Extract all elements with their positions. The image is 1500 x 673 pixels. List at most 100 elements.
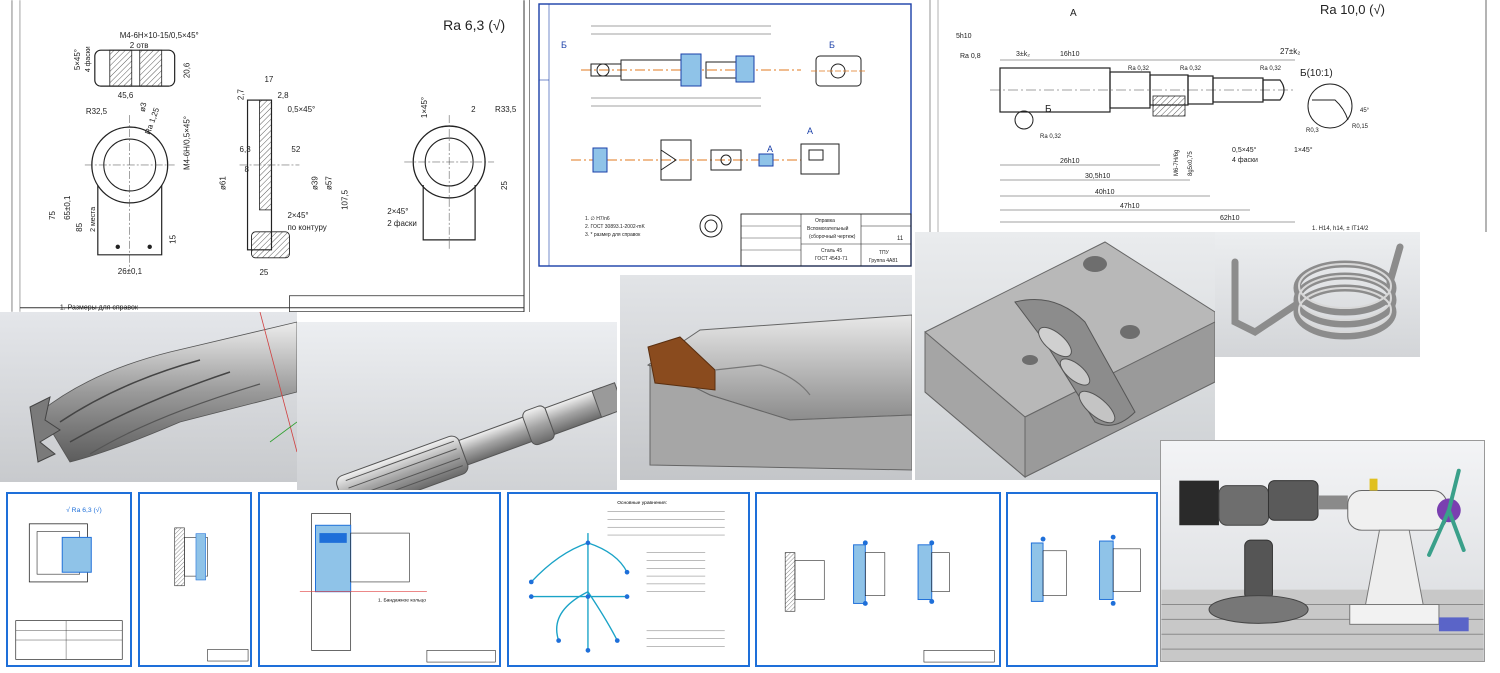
tb-sub1: Вспомогательный: [807, 225, 849, 232]
label-b: Б: [561, 40, 567, 50]
sheet-5: [755, 492, 1001, 667]
cutter-render: [620, 275, 912, 480]
footer-note: 1. Размеры для справок: [60, 305, 139, 312]
dim-d61: ø61: [219, 176, 228, 190]
note-1: 1. ∅ H7/n6: [585, 216, 610, 222]
sheet-1: √ Ra 6,3 (√): [6, 492, 132, 667]
sheet3-note: 1. Бандажное кольцо: [378, 597, 426, 603]
dim-245: 2×45°: [287, 211, 308, 220]
contour-note: по контуру: [287, 223, 326, 232]
sheet4-header: Основные уравнения:: [617, 500, 667, 506]
dim-16: 16h10: [1060, 51, 1080, 58]
dim-d57: ø57: [324, 176, 333, 190]
right-2: 2: [471, 105, 476, 114]
dim-65: 65±0,1: [63, 195, 72, 220]
sheet-5-svg: [784, 540, 995, 663]
dim-40: 40h10: [1095, 189, 1115, 196]
radius-label: R32,5: [86, 107, 108, 116]
section-b-label: Б: [829, 40, 835, 50]
right-25: 25: [500, 181, 509, 190]
holes-note: 2 отв: [130, 41, 149, 50]
right-245: 2×45°: [387, 207, 408, 216]
shaft-dim-05: 0,5×45°: [1232, 146, 1257, 154]
shaft-dim-145: 1×45°: [1294, 146, 1313, 154]
dim-15: 15: [169, 234, 178, 243]
dim-height-top: 20,6: [183, 62, 192, 78]
shaft-footer: 1. H14, h14, ± IT14/2: [1312, 226, 1369, 232]
right-r335: R33,5: [495, 105, 517, 114]
drill-bit-svg: [29, 312, 297, 463]
dim-8: 8: [245, 165, 250, 174]
ra-032-c: Ra 0,32: [1260, 66, 1282, 72]
r015: R0,15: [1352, 124, 1369, 130]
view-a-label: А: [1070, 8, 1077, 19]
reamer-render: [297, 322, 617, 490]
torsion-spring-render: [1215, 232, 1420, 357]
thread-note: M4-6H×10-15/0,5×45°: [120, 31, 199, 40]
ra-032: Ra 0,32: [1128, 66, 1150, 72]
sheet-6: [1006, 492, 1158, 667]
dim-d39: ø39: [310, 176, 319, 190]
chamfer-count: 4 фаски: [85, 46, 92, 72]
tb-scale: 11: [897, 236, 904, 242]
sheet-2: [138, 492, 252, 667]
reamer-svg: [336, 382, 617, 490]
two-holes: 2 места: [90, 207, 97, 232]
dim-25: 25: [260, 268, 269, 277]
diam-3-label: ø3: [138, 101, 149, 112]
dim-26: 26±0,1: [118, 267, 143, 276]
dim-26: 26h10: [1060, 158, 1080, 165]
dim-52: 52: [291, 145, 300, 154]
note-3: 3. * размер для справок: [585, 232, 641, 238]
dim-85: 85: [75, 222, 84, 231]
r03: R0,3: [1306, 128, 1319, 134]
drawing-sheet-mandrel: Б Б А А 1. ∅ H7/n6 2. ГОСТ 30893.1-: [531, 0, 916, 272]
ra-08: Ra 0,8: [960, 53, 981, 60]
dim-75: 75: [48, 210, 57, 219]
sheet-4-svg: Основные уравнения:: [528, 500, 725, 653]
sheet-1-svg: √ Ra 6,3 (√): [15, 506, 123, 660]
dim-305: 30,5h10: [1085, 173, 1110, 180]
shaft-b-label: Б: [1045, 104, 1052, 115]
drill-bit-render: [0, 312, 297, 482]
flange-drawing-svg: Ra 6,3 (√) M4-6H×10-15/0,5×45° 2 отв 45,…: [11, 0, 525, 312]
dim-17: 17: [265, 75, 274, 84]
dim-3: 3±k₂: [1016, 51, 1030, 58]
machine-assembly-render: [1160, 440, 1485, 662]
shaft-four-facets: 4 фаски: [1232, 157, 1258, 164]
tb-title: Оправка: [815, 218, 835, 224]
ra-032-d: Ra 0,32: [1040, 134, 1062, 140]
cutter-svg: [646, 314, 912, 471]
angle-45: 45°: [1360, 108, 1370, 114]
shaft-roughness: Ra 10,0 (√): [1320, 2, 1385, 17]
dim-width-top: 45,6: [118, 91, 134, 100]
die-block-svg: [924, 241, 1215, 479]
roughness-label: Ra 6,3 (√): [443, 17, 505, 33]
drawing-sheet-flange: Ra 6,3 (√) M4-6H×10-15/0,5×45° 2 отв 45,…: [0, 0, 530, 312]
thread-m6: M6-7H/6g: [1174, 150, 1180, 176]
detail-b-label: Б(10:1): [1300, 68, 1333, 79]
shaft-drawing-svg: А Ra 10,0 (√) Б 5h10 Ra 0,8 3±k₂ 16h10 2…: [929, 0, 1487, 232]
label-a: А: [767, 144, 773, 154]
dim-28: 2,8: [277, 91, 289, 100]
dim-5: 5h10: [956, 33, 972, 40]
dim-27: 2,7: [237, 88, 246, 100]
mandrel-drawing-svg: Б Б А А 1. ∅ H7/n6 2. ГОСТ 30893.1-: [538, 3, 912, 267]
dim-1075: 107,5: [340, 189, 349, 210]
machine-svg: [1161, 468, 1484, 661]
chamfer-note: 5×45°: [73, 49, 82, 70]
dim-62: 62h10: [1220, 215, 1240, 222]
right-2facets: 2 фаски: [387, 219, 417, 228]
section-a-label: А: [807, 126, 813, 136]
dim-27: 27±k₂: [1280, 47, 1300, 56]
tb-org: ТПУ: [879, 250, 890, 256]
die-block-render: [915, 232, 1215, 480]
sheet-3-svg: 1. Бандажное кольцо: [299, 513, 496, 663]
dim-47: 47h10: [1120, 203, 1140, 210]
tb-sub2: (сборочный чертеж): [809, 233, 856, 240]
note-2: 2. ГОСТ 30893.1-2002-mK: [585, 224, 645, 230]
thread-side-label: M4-6H/0,5×45°: [183, 116, 192, 170]
sheet-3: 1. Бандажное кольцо: [258, 492, 501, 667]
tb-gost: ГОСТ 4543-71: [815, 256, 848, 262]
tb-material: Сталь 45: [821, 248, 842, 254]
